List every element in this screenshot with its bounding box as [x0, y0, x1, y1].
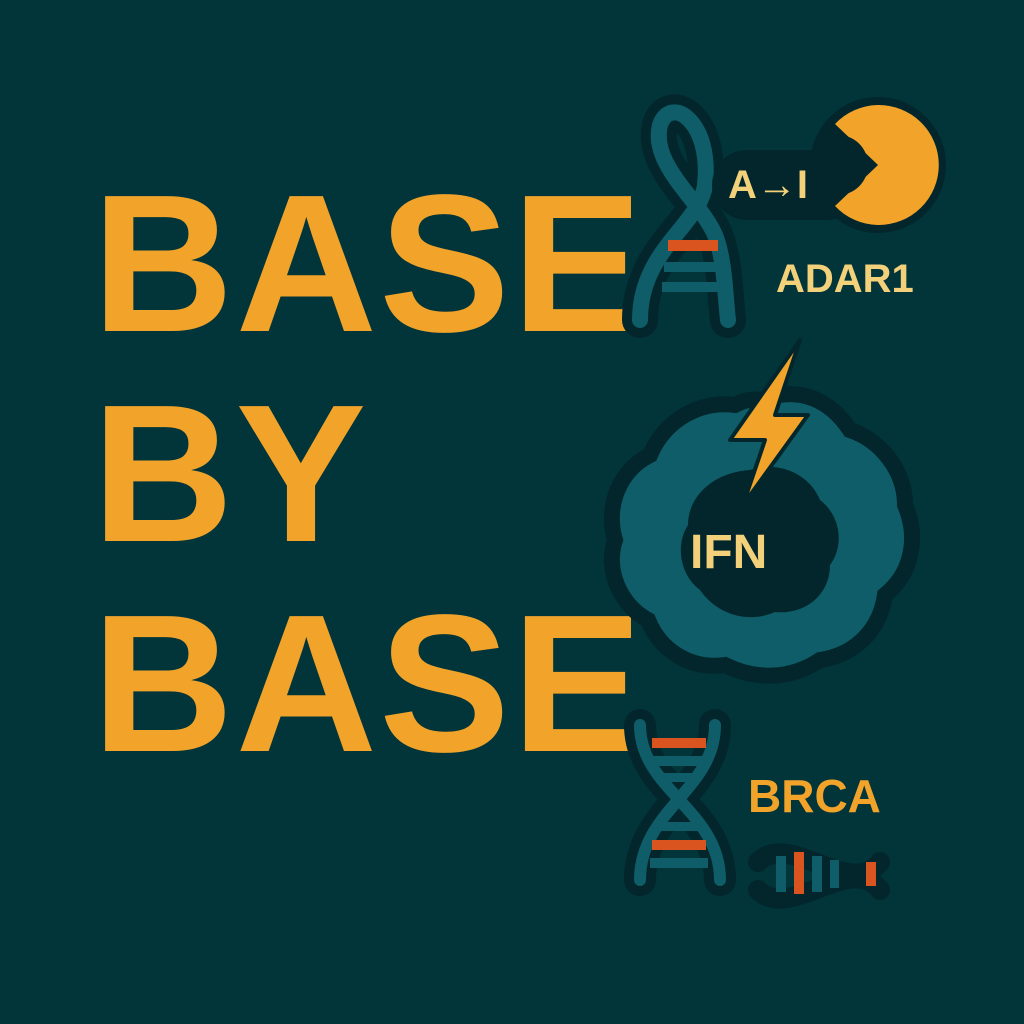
- dna-helix-bottom-icon: [624, 709, 736, 896]
- gene-label: BRCA: [748, 770, 881, 822]
- dna-helix-top-icon: [622, 94, 746, 338]
- title-line-2: BY: [92, 364, 369, 583]
- enzyme-pacman-icon: [712, 97, 946, 233]
- title-line-1: BASE: [92, 154, 645, 373]
- title-line-3: BASE: [92, 574, 645, 793]
- cell-icon: [603, 386, 920, 684]
- lightning-bolt-icon: [728, 338, 810, 507]
- dna-helix-small-icon: [748, 843, 890, 909]
- editing-label: A→I: [728, 163, 808, 207]
- enzyme-label: ADAR1: [776, 257, 914, 301]
- interferon-label: IFN: [690, 526, 767, 579]
